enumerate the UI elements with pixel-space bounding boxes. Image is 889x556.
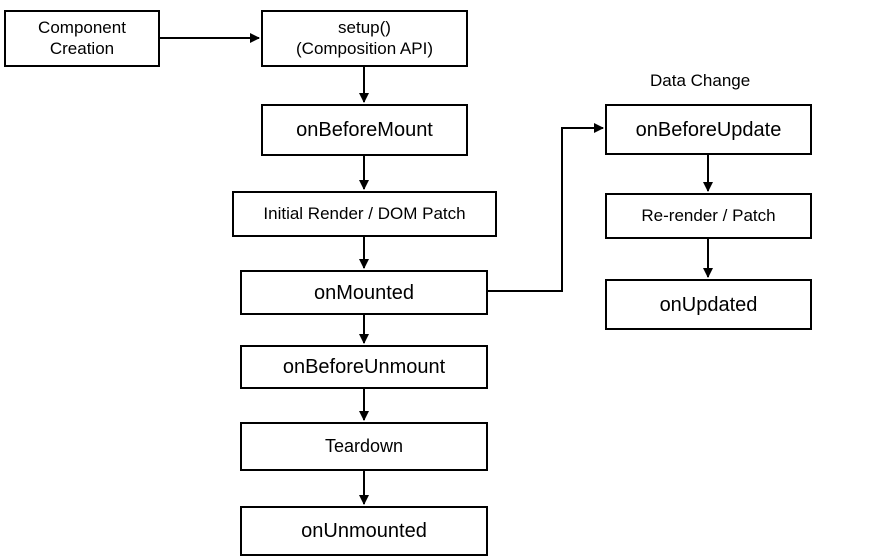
on-before-mount-node: onBeforeMount xyxy=(261,104,468,156)
teardown-node: Teardown xyxy=(240,422,488,471)
arrow-mounted-to-before-update xyxy=(487,123,604,292)
on-updated-node: onUpdated xyxy=(605,279,812,330)
data-change-label: Data Change xyxy=(650,71,751,90)
on-mounted-node: onMounted xyxy=(240,270,488,315)
setup-node: setup() (Composition API) xyxy=(261,10,468,67)
initial-render-node: Initial Render / DOM Patch xyxy=(232,191,497,237)
on-unmounted-node: onUnmounted xyxy=(240,506,488,556)
on-before-unmount-node: onBeforeUnmount xyxy=(240,345,488,389)
on-before-update-node: onBeforeUpdate xyxy=(605,104,812,155)
component-creation-node: Component Creation xyxy=(4,10,160,67)
re-render-node: Re-render / Patch xyxy=(605,193,812,239)
